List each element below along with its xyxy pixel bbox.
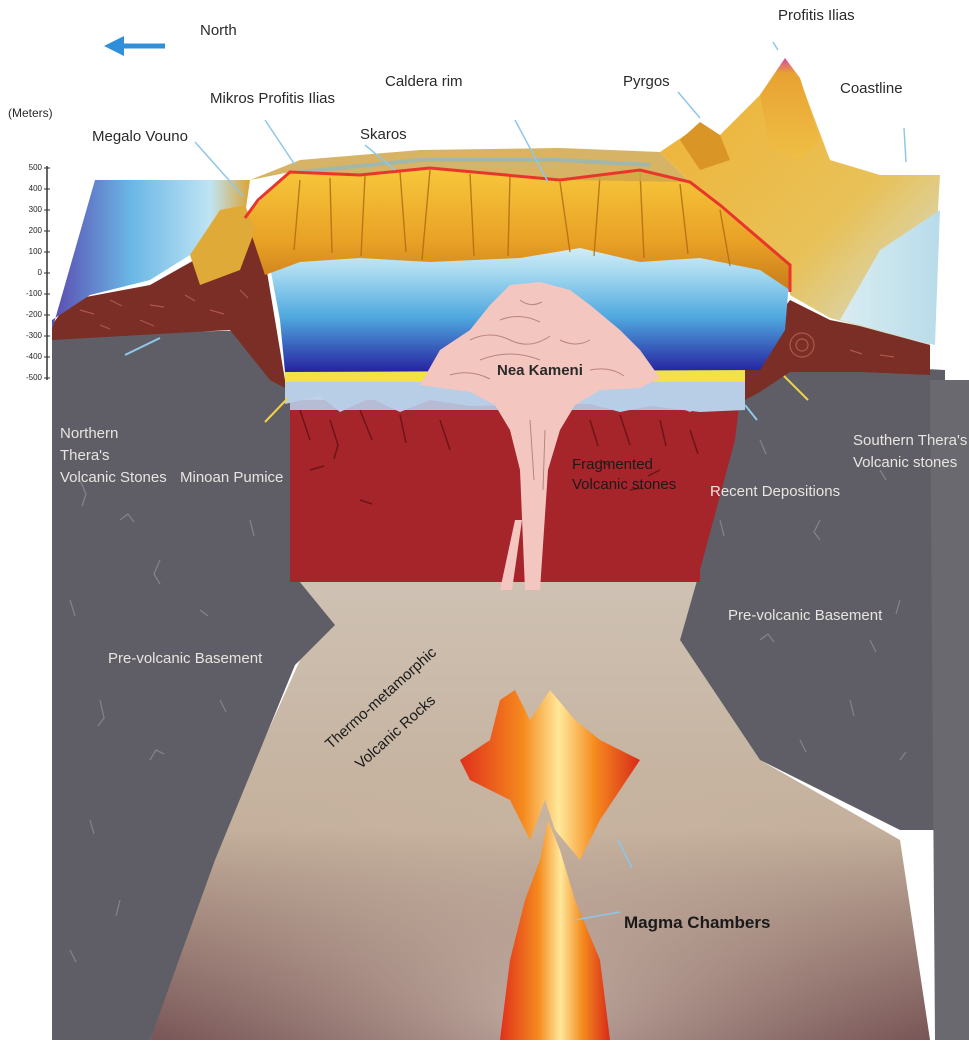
label-magma-chambers: Magma Chambers	[624, 914, 770, 932]
label-prevolcanic-basement-right: Pre-volcanic Basement	[728, 607, 882, 625]
label-pyrgos: Pyrgos	[623, 73, 670, 91]
compass-north-label: North	[200, 22, 237, 40]
scale-tick-label: 200	[20, 226, 42, 235]
label-caldera-rim: Caldera rim	[385, 73, 463, 91]
label-profitis-ilias: Profitis Ilias	[778, 7, 855, 25]
scale-tick-label: 400	[20, 184, 42, 193]
label-megalo-vouno: Megalo Vouno	[92, 128, 188, 146]
scale-tick-label: -300	[20, 331, 42, 340]
scale-tick-label: 100	[20, 247, 42, 256]
scale-tick-label: 0	[20, 268, 42, 277]
label-nea-kameni: Nea Kameni	[497, 362, 583, 380]
label-southern-volcanic-1: Southern Thera's	[853, 432, 967, 450]
label-skaros: Skaros	[360, 126, 407, 144]
scale-tick-label: -100	[20, 289, 42, 298]
label-southern-volcanic-2: Volcanic stones	[853, 454, 957, 472]
label-fragmented-1: Fragmented	[572, 456, 653, 474]
scale-tick-label: 500	[20, 163, 42, 172]
label-minoan-pumice: Minoan Pumice	[180, 469, 283, 487]
label-recent-depositions: Recent Depositions	[710, 483, 840, 501]
label-prevolcanic-basement-left: Pre-volcanic Basement	[108, 650, 262, 668]
label-fragmented-2: Volcanic stones	[572, 476, 676, 494]
scale-tick-label: -500	[20, 373, 42, 382]
label-northern-volcanic-1: Northern	[60, 425, 118, 443]
scale-unit-label: (Meters)	[8, 104, 53, 122]
scale-tick-label: -400	[20, 352, 42, 361]
scale-tick-label: -200	[20, 310, 42, 319]
label-northern-volcanic-2: Thera's	[60, 447, 110, 465]
label-coastline: Coastline	[840, 80, 903, 98]
label-mikros-profitis-ilias: Mikros Profitis Ilias	[210, 90, 335, 108]
label-northern-volcanic-3: Volcanic Stones	[60, 469, 167, 487]
scale-tick-label: 300	[20, 205, 42, 214]
